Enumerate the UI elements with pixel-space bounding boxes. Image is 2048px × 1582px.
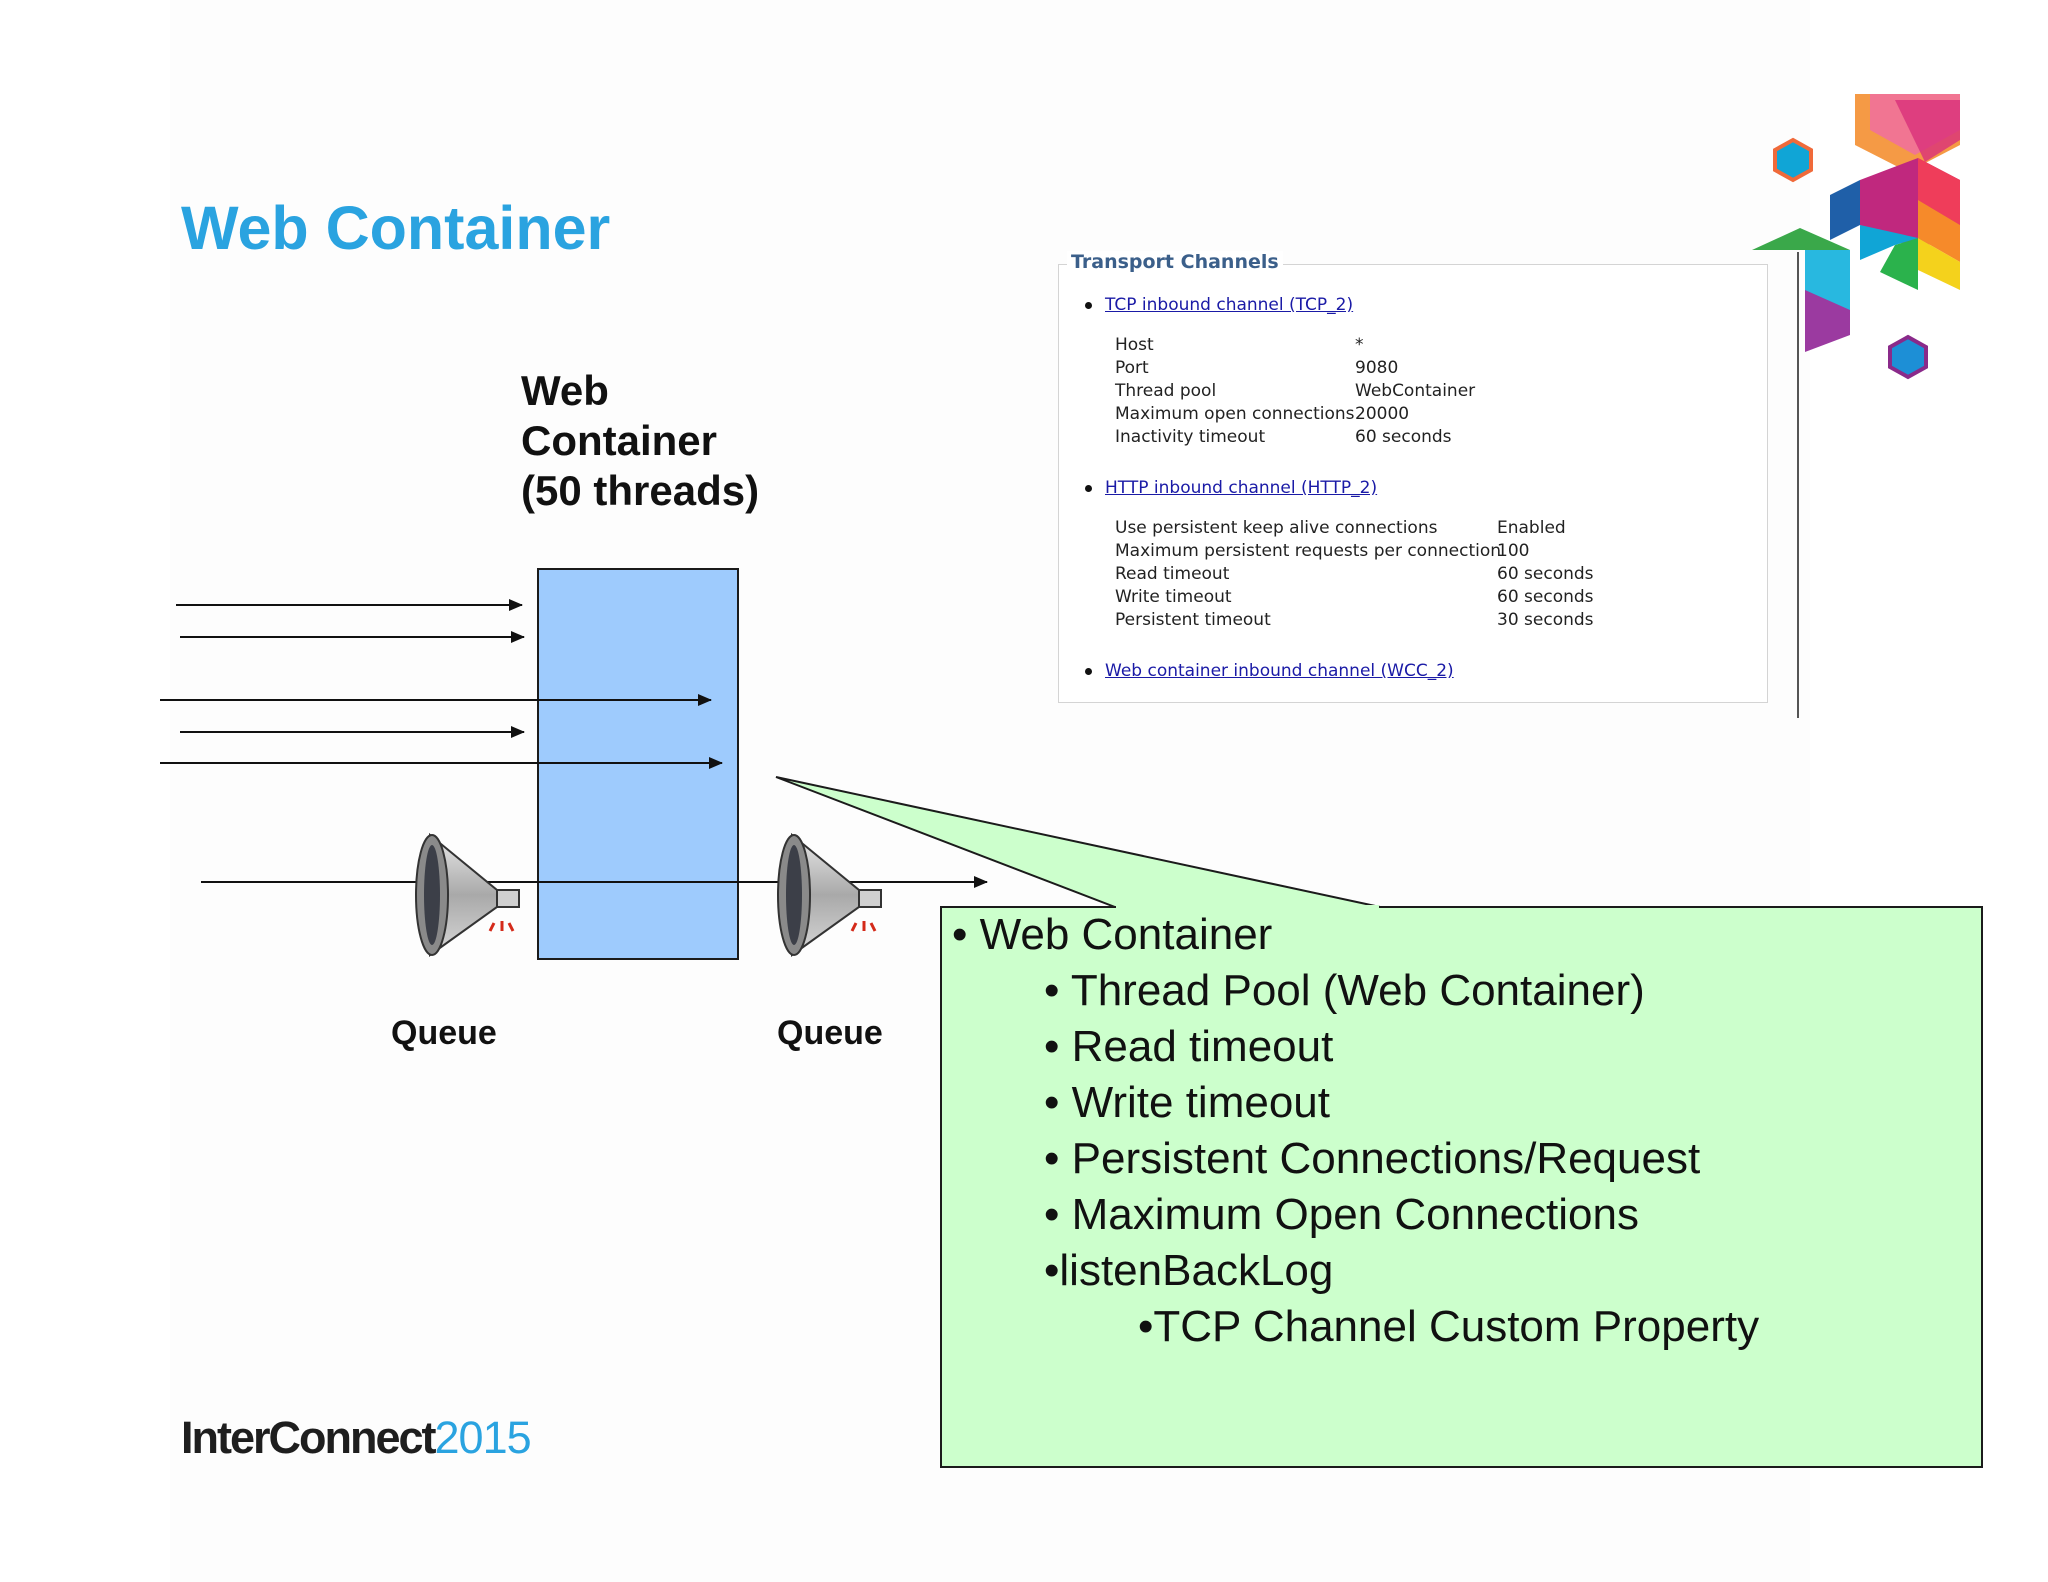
web-container-label-line: Web (521, 367, 609, 414)
row-value: 100 (1497, 541, 1530, 561)
hex-main-red (1918, 158, 1960, 225)
row-label: Thread pool (1115, 381, 1217, 401)
request-arrows (160, 599, 988, 888)
http-row: Use persistent keep alive connections Ena… (1115, 518, 1566, 538)
tcp-inbound-channel-link[interactable]: TCP inbound channel (TCP_2) (1085, 295, 1353, 315)
row-label: Port (1115, 358, 1149, 378)
tcp-row: Inactivity timeout 60 seconds (1115, 427, 1452, 447)
row-value: 60 seconds (1497, 587, 1594, 607)
row-value: 9080 (1355, 358, 1399, 378)
queue-label: Queue (777, 1014, 883, 1052)
hex-main-green (1880, 238, 1918, 290)
row-label: Maximum open connections (1115, 404, 1355, 424)
queue-label: Queue (391, 1014, 497, 1052)
row-label: Host (1115, 335, 1154, 355)
row-value: WebContainer (1355, 381, 1476, 401)
footer-brand-name: InterConnect (181, 1412, 437, 1463)
row-value: Enabled (1497, 518, 1566, 538)
http-inbound-channel-link[interactable]: HTTP inbound channel (HTTP_2) (1085, 478, 1377, 498)
hex-main-blue (1830, 180, 1860, 240)
hex-small-teal (1773, 137, 1813, 183)
hex-small-blue (1888, 334, 1928, 380)
transport-channels-panel: Transport Channels TCP inbound channel (… (1058, 251, 1768, 703)
tcp-row: Thread pool WebContainer (1115, 381, 1475, 401)
callout-line: • Web Container (952, 910, 1273, 959)
http-row: Maximum persistent requests per connecti… (1115, 541, 1529, 561)
hexagon-cluster (1752, 94, 1960, 380)
web-container-label-line: (50 threads) (521, 467, 760, 514)
callout-box (940, 906, 1983, 1468)
tcp-row: Port 9080 (1115, 358, 1398, 378)
footer-brand-year: 2015 (434, 1412, 532, 1463)
callout-pointer (775, 776, 1381, 908)
row-label: Use persistent keep alive connections (1115, 518, 1438, 538)
row-label: Inactivity timeout (1115, 427, 1266, 447)
row-value: 30 seconds (1497, 610, 1594, 630)
callout-line: • Maximum Open Connections (1044, 1190, 1639, 1239)
web-container-label: Web Container (50 threads) (521, 366, 759, 516)
callout-line: •TCP Channel Custom Property (1138, 1302, 1760, 1351)
callout-line: •listenBackLog (1044, 1246, 1334, 1295)
tcp-channel-section: TCP inbound channel (TCP_2) (1085, 295, 1353, 315)
row-value: * (1355, 335, 1364, 355)
row-label: Maximum persistent requests per connecti… (1115, 541, 1502, 561)
hex-left-green (1752, 228, 1850, 250)
row-label: Write timeout (1115, 587, 1232, 607)
http-row: Persistent timeout 30 seconds (1115, 610, 1594, 630)
wcc-channel-section: Web container inbound channel (WCC_2) (1085, 661, 1454, 681)
tcp-row: Host * (1115, 335, 1364, 355)
row-label: Persistent timeout (1115, 610, 1271, 630)
slide-title: Web Container (181, 194, 611, 262)
callout-text: • Web Container • Thread Pool (Web Conta… (930, 895, 1950, 1445)
http-row: Write timeout 60 seconds (1115, 587, 1594, 607)
hex-left-purple (1805, 290, 1850, 352)
row-value: 60 seconds (1497, 564, 1594, 584)
http-channel-section: HTTP inbound channel (HTTP_2) (1085, 478, 1377, 498)
callout-shape (775, 776, 1983, 1468)
row-value: 20000 (1355, 404, 1410, 424)
hex-main-teal (1860, 225, 1918, 260)
divider-line (1797, 252, 1799, 718)
http-row: Read timeout 60 seconds (1115, 564, 1594, 584)
web-container-inbound-channel-link[interactable]: Web container inbound channel (WCC_2) (1085, 661, 1454, 681)
queue-funnel-icon (415, 832, 520, 957)
callout-line: • Persistent Connections/Request (1044, 1134, 1701, 1183)
callout-line: • Write timeout (1044, 1078, 1330, 1127)
row-value: 60 seconds (1355, 427, 1452, 447)
hex-top-magenta (1895, 100, 1960, 162)
web-container-label-line: Container (521, 417, 718, 464)
hex-main-orange (1918, 200, 1960, 262)
row-label: Read timeout (1115, 564, 1230, 584)
transport-channels-title: Transport Channels (1067, 251, 1283, 273)
hex-main-yellow (1918, 238, 1960, 290)
callout-line: • Read timeout (1044, 1022, 1334, 1071)
footer-brand-logo: InterConnect2015 (181, 1412, 532, 1464)
callout-line: • Thread Pool (Web Container) (1044, 966, 1645, 1015)
queue-funnel-icon (777, 832, 882, 957)
